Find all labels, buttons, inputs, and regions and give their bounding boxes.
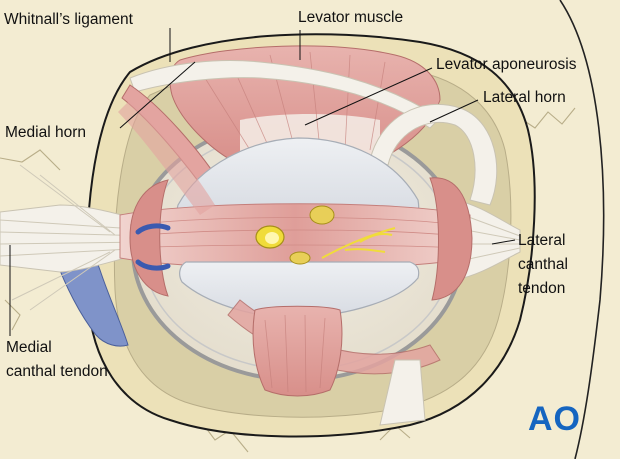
label-lateral-canthal-tendon-line3: tendon <box>518 280 566 297</box>
label-medial-horn: Medial horn <box>5 124 86 141</box>
bone-fracture-lines <box>0 107 576 453</box>
orbicularis-striations <box>129 217 461 249</box>
label-levator-muscle: Levator muscle <box>298 9 404 26</box>
lateral-muscle-bulge <box>429 177 473 301</box>
leader-lateral-horn <box>429 99 479 123</box>
leader-medial-horn <box>119 61 196 129</box>
inferior-canaliculus <box>135 259 171 271</box>
superior-fissure <box>309 205 335 225</box>
lateral-tendon-fibers <box>454 211 521 263</box>
label-lateral-horn: Lateral horn <box>483 89 566 106</box>
lateral-inferior-tendon <box>379 359 426 426</box>
inferior-fissure <box>289 251 311 265</box>
medial-tendon-fibers <box>0 164 151 311</box>
lateral-canthal-tendon-shape <box>454 199 521 281</box>
superior-canaliculus <box>135 223 171 235</box>
optic-canal-inner <box>265 232 279 244</box>
label-lateral-canthal-tendon-line2: canthal <box>518 256 568 273</box>
label-lateral-canthal-tendon-line1: Lateral <box>518 232 566 249</box>
leader-lines <box>9 28 516 336</box>
inferior-rectus-muscle <box>252 305 343 397</box>
ao-logo: AO <box>528 400 581 438</box>
levator-muscle-striations <box>199 51 386 151</box>
lateral-horn-shape <box>369 103 498 206</box>
whitnalls-ligament-band <box>129 60 441 129</box>
superior-oblique-muscle <box>118 100 215 215</box>
leader-levator-aponeurosis <box>304 67 433 126</box>
label-medial-canthal-tendon-line1: Medial <box>6 339 52 356</box>
nerve-branches <box>321 227 396 259</box>
inferior-rectus-striations <box>264 314 326 393</box>
label-levator-aponeurosis: Levator aponeurosis <box>436 56 577 73</box>
label-medial-canthal-tendon-line2: canthal tendon <box>6 363 108 380</box>
skull-contour <box>559 0 605 459</box>
leader-lateral-canthal <box>491 239 516 245</box>
label-whitnalls-ligament: Whitnall’s ligament <box>4 11 133 28</box>
